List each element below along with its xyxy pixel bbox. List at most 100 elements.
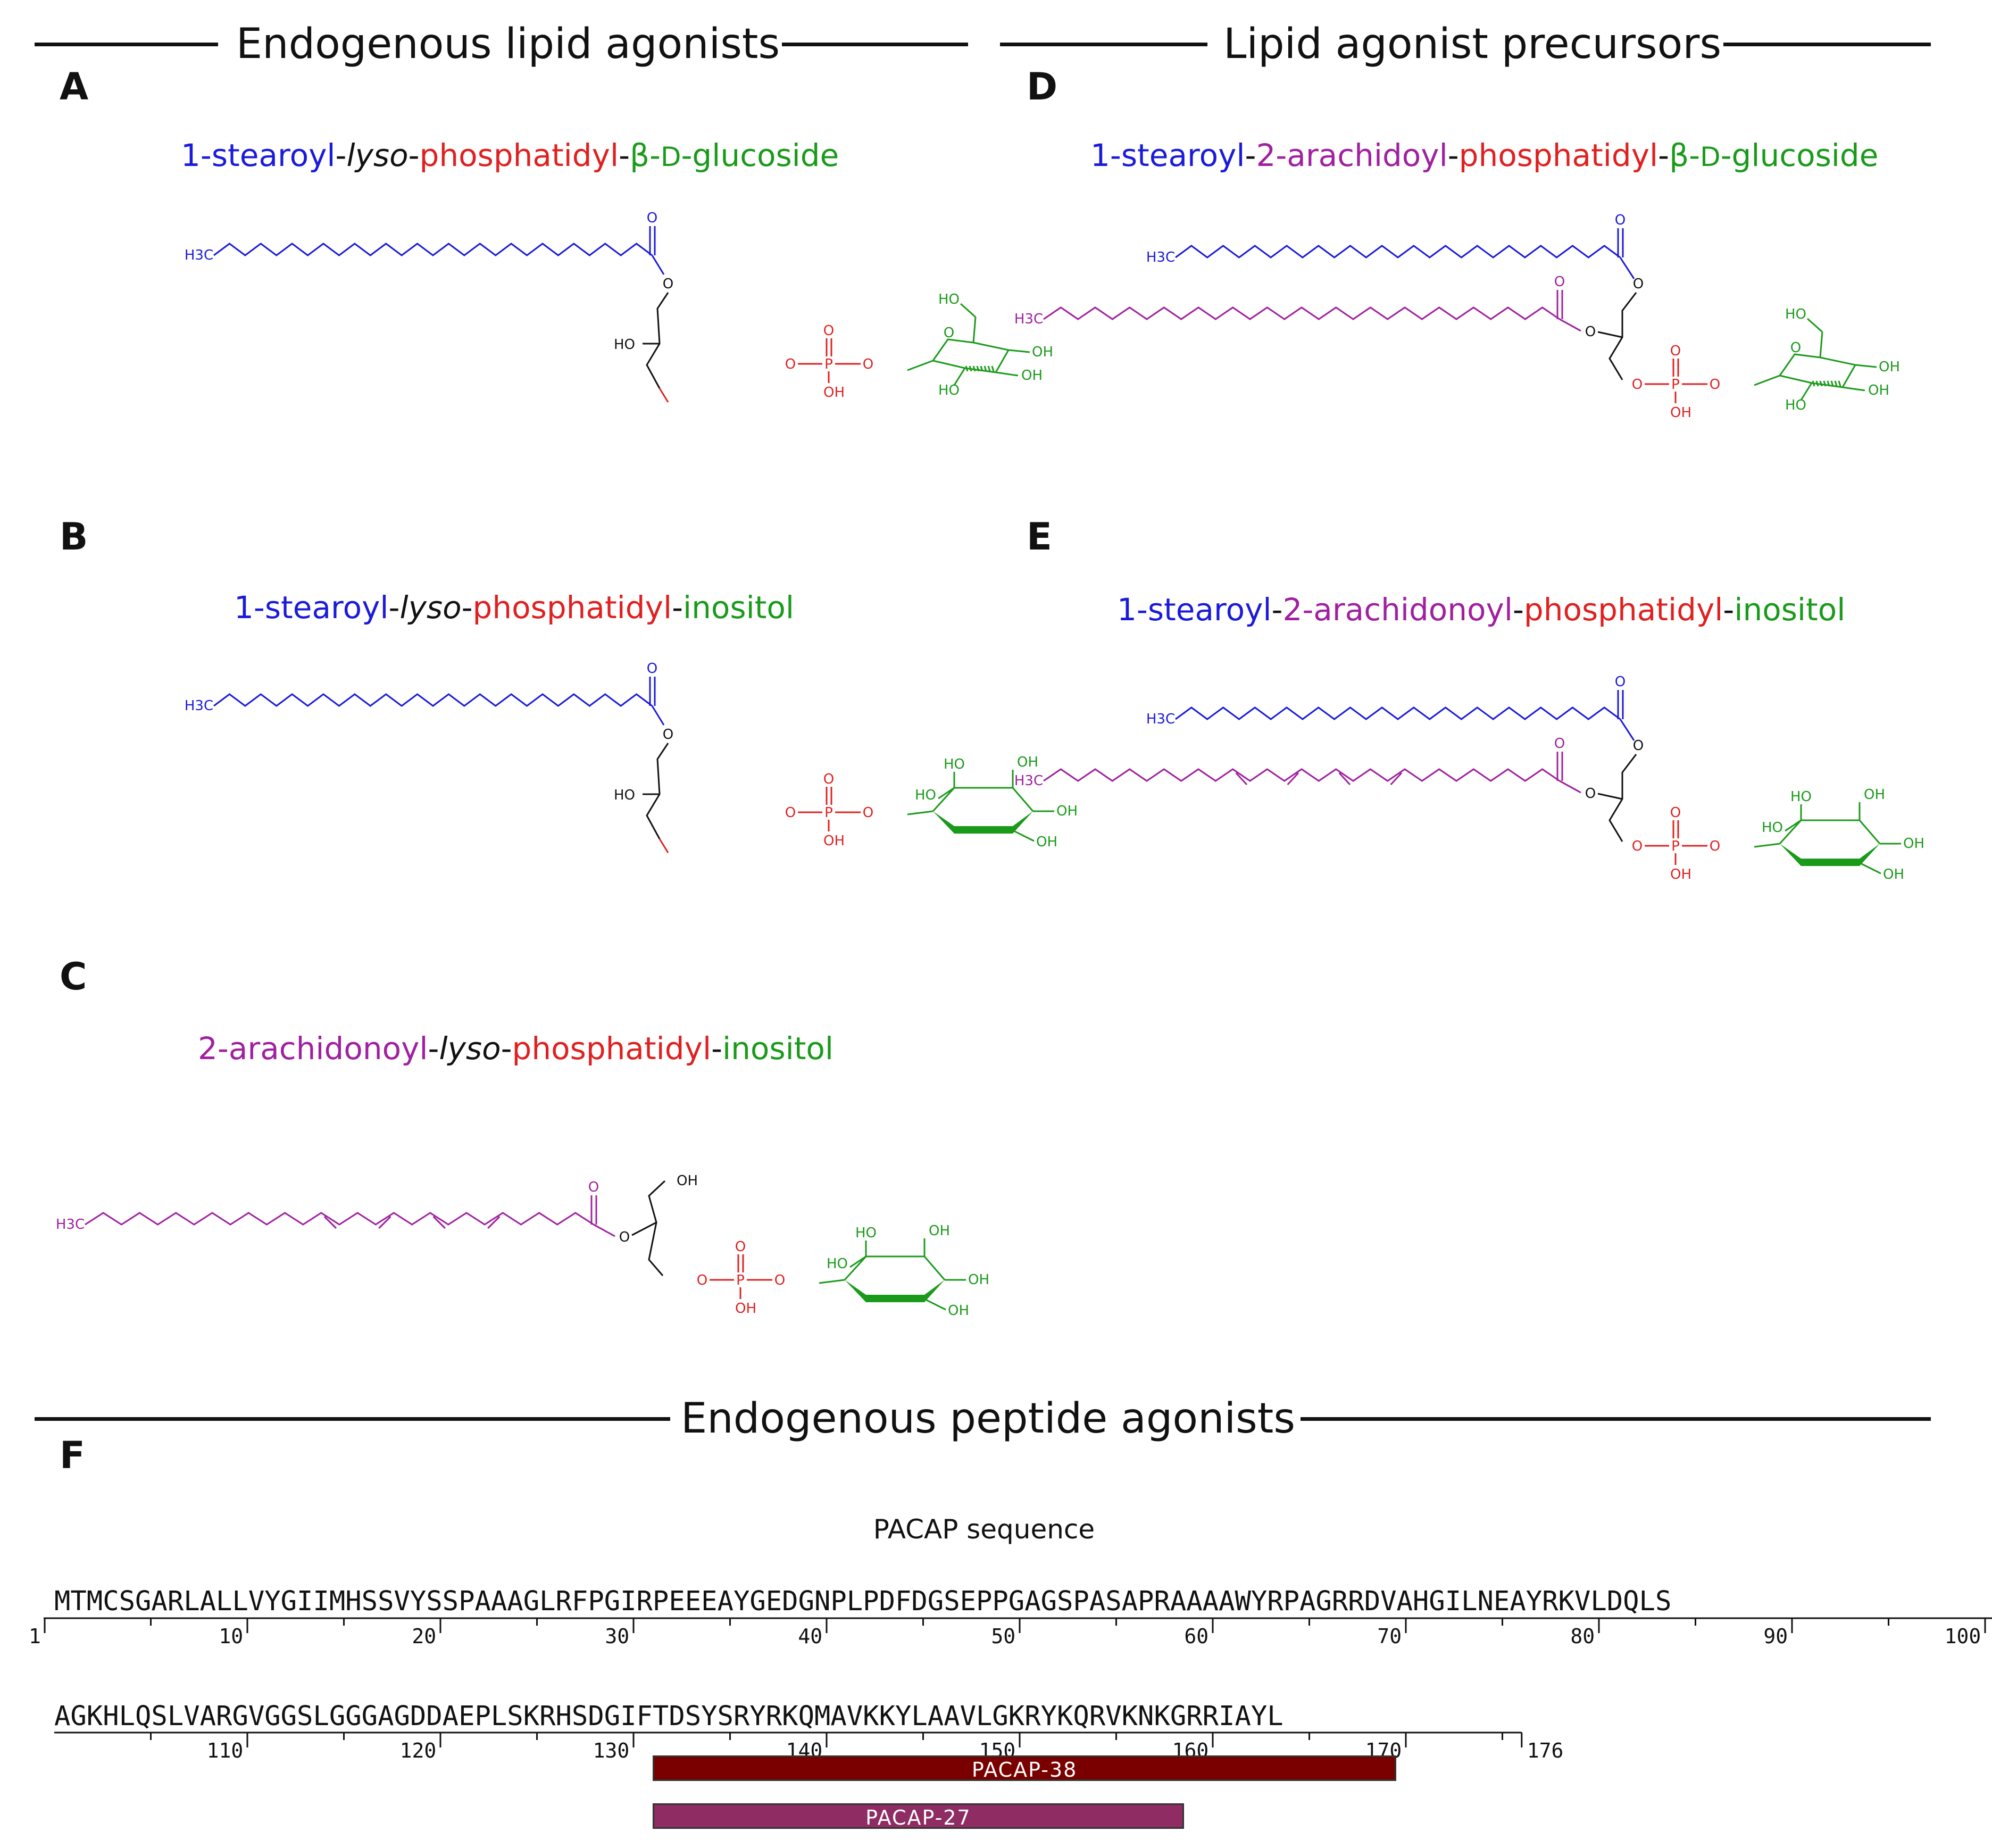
ester-oxygen: O: [697, 1272, 707, 1288]
ester-oxygen: O: [1633, 738, 1644, 754]
phosphorus: P: [824, 805, 833, 821]
ring-oxygen: O: [944, 325, 954, 341]
inositol-front-edge: [1780, 844, 1880, 866]
hydroxyl-label: OH: [1032, 344, 1053, 360]
tick-label: 50: [991, 1625, 1016, 1648]
hydroxyl-label: OH: [1903, 836, 1924, 852]
double-bond: [1287, 772, 1299, 786]
header-rule: [1723, 43, 1931, 46]
double-bond: [1338, 772, 1351, 786]
lipid-agonists-header: Endogenous lipid agonists: [236, 20, 780, 68]
ring-bond: [972, 317, 977, 343]
carbonyl-oxygen: O: [1554, 274, 1565, 290]
hydroxyl-label: OH: [1879, 359, 1900, 375]
hash-bond: [1815, 380, 1819, 387]
methyl-label: H3C: [1014, 311, 1043, 327]
ring-bond: [995, 371, 1019, 377]
ester-oxygen: O: [1710, 838, 1720, 854]
double-bond: [378, 1216, 391, 1229]
phosphoryl-oxygen: O: [735, 1239, 746, 1255]
phosphate-hydroxyl: OH: [823, 385, 845, 401]
ester-bond: [651, 255, 665, 275]
hydroxyl-label: OH: [1056, 803, 1078, 819]
phosphorus: P: [1671, 838, 1680, 854]
ester-oxygen: O: [663, 727, 673, 743]
hydroxyl-label: OH: [929, 1223, 950, 1239]
compound-name-d: 1-stearoyl-2-arachidoyl-phosphatidyl-β-D…: [1090, 137, 1879, 173]
hydroxyl-label: HO: [1785, 306, 1806, 322]
ester-oxygen: O: [619, 1229, 630, 1245]
hydroxyl-label: OH: [1017, 754, 1038, 770]
hash-bond: [1830, 380, 1834, 387]
panel-label-e: E: [1027, 515, 1052, 559]
compound-name-b: 1-stearoyl-lyso-phosphatidyl-inositol: [234, 589, 795, 626]
hash-bond: [980, 365, 984, 372]
double-bond: [432, 1216, 446, 1229]
ring-bond: [819, 1279, 845, 1284]
hydroxyl-label: OH: [1883, 867, 1904, 883]
ring-bond: [907, 810, 934, 815]
tick-label: 90: [1763, 1625, 1788, 1648]
hash-bond: [1823, 380, 1827, 387]
tick-label: 80: [1570, 1625, 1595, 1648]
phosphate-hydroxyl: OH: [735, 1301, 756, 1317]
ester-bond: [651, 705, 665, 726]
hash-bond: [969, 365, 972, 372]
tick-label: 30: [605, 1625, 630, 1648]
ring-bond: [1012, 829, 1035, 842]
tick-label: 60: [1184, 1625, 1209, 1648]
sequence-line-1: MTMCSGARLALLVYGIIMHSSVYSSPAAAGLRFPGIRPEE…: [54, 1585, 1672, 1617]
hydroxyl-label: OH: [1021, 368, 1043, 384]
acyl-chain: [213, 243, 653, 256]
hash-bond: [984, 365, 987, 372]
ester-oxygen: O: [785, 356, 796, 372]
peptide-agonists-header: Endogenous peptide agonists: [681, 1395, 1296, 1443]
ester-bond: [1559, 318, 1581, 332]
ring-bond: [938, 787, 955, 800]
phosphoryl-oxygen: O: [1670, 805, 1681, 821]
panel-label-c: C: [60, 955, 87, 998]
phosphate-hydroxyl: OH: [1670, 405, 1691, 421]
ring-bond: [1819, 331, 1823, 358]
hydroxyl-label: OH: [1868, 382, 1889, 398]
methyl-label: H3C: [1014, 773, 1043, 789]
hydroxyl-label: HO: [1762, 820, 1783, 836]
ester-bond: [1559, 780, 1581, 794]
hydroxyl-label: HO: [614, 787, 635, 803]
hydroxyl-label: HO: [855, 1225, 877, 1241]
hash-bond: [1819, 380, 1823, 387]
ring-bond: [1754, 843, 1780, 848]
methyl-label: H3C: [185, 698, 213, 714]
tick-label: 100: [1944, 1625, 1981, 1648]
double-bond: [323, 1216, 337, 1229]
ester-oxygen: O: [1632, 377, 1643, 393]
ester-oxygen: O: [863, 805, 873, 821]
header-rule: [1301, 1417, 1931, 1421]
hydroxyl-label: HO: [1785, 397, 1806, 413]
hash-bond: [972, 365, 976, 372]
glycerol: [648, 1222, 664, 1276]
carbonyl-oxygen: O: [588, 1179, 599, 1195]
tick-label: 40: [798, 1625, 823, 1648]
ring-bond: [907, 360, 934, 371]
ester-oxygen: O: [1633, 276, 1644, 292]
hydroxyl-label: HO: [915, 787, 936, 803]
hash-bond: [991, 365, 995, 372]
double-bond: [1235, 772, 1248, 786]
inositol-ring: [932, 787, 1034, 812]
hydroxyl-label: HO: [944, 756, 965, 772]
phosphoryl-oxygen: O: [823, 771, 834, 787]
glycerol-bond: [659, 838, 669, 853]
hydroxyl-label: OH: [1864, 787, 1885, 803]
ester-bond: [1619, 257, 1635, 279]
glycerol-bond: [659, 388, 669, 403]
compound-name-c: 2-arachidonoyl-lyso-phosphatidyl-inosito…: [198, 1030, 834, 1067]
carbonyl-oxygen: O: [1615, 212, 1626, 228]
ester-oxygen: O: [863, 356, 873, 372]
acyl-chain: [1043, 306, 1560, 320]
peptide-bar-pacap-38: PACAP-38: [653, 1755, 1396, 1782]
sequence-line-2: AGKHLQSLVARGVGGSLGGGAGDDAEPLSKRHSDGIFTDS…: [54, 1700, 1283, 1732]
tick-label: 176: [1527, 1739, 1564, 1762]
